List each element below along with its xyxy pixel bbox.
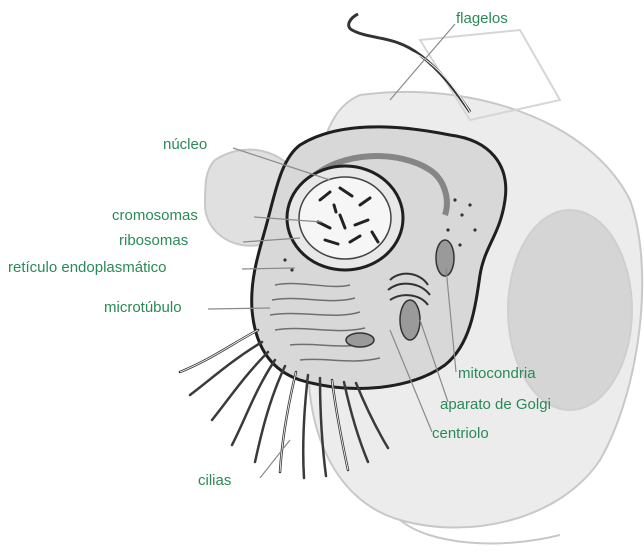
- label-centriolo: centriolo: [432, 425, 489, 443]
- label-aparato-de-golgi: aparato de Golgi: [440, 396, 551, 414]
- label-cromosomas: cromosomas: [112, 207, 198, 225]
- label-mitocondria: mitocondria: [458, 365, 536, 383]
- label-reticulo-endoplasmatico: retículo endoplasmático: [8, 259, 166, 277]
- label-cilias: cilias: [198, 472, 231, 490]
- label-nucleo: núcleo: [163, 136, 207, 154]
- label-flagelos: flagelos: [456, 10, 508, 28]
- label-ribosomas: ribosomas: [119, 232, 188, 250]
- label-microtubulo: microtúbulo: [104, 299, 182, 317]
